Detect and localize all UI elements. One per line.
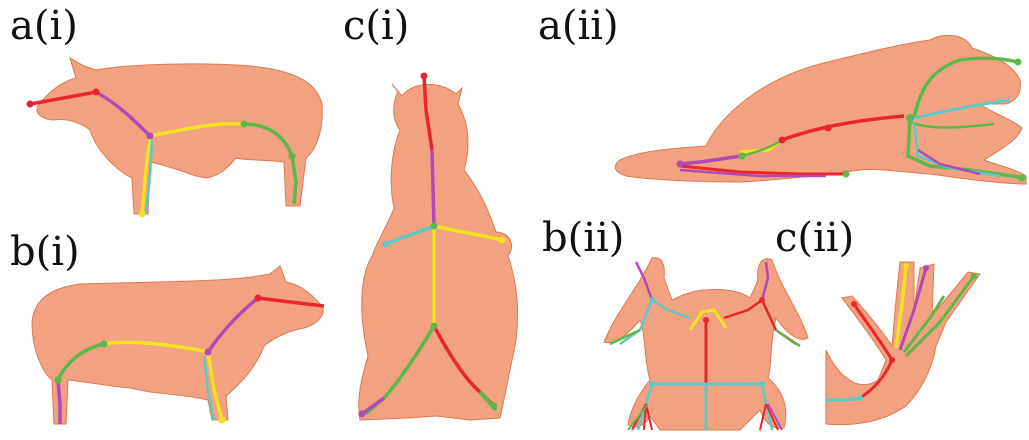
joint	[27, 101, 34, 108]
joint	[1015, 59, 1022, 66]
joint	[759, 297, 765, 303]
bear-side-view-b	[32, 266, 324, 424]
bear-side-view-a	[27, 58, 323, 218]
joint	[906, 114, 914, 122]
joint	[255, 295, 262, 302]
joint	[851, 301, 857, 307]
bear-top-view	[359, 73, 518, 421]
joint	[923, 265, 929, 271]
frog-side-view	[615, 35, 1026, 184]
joint	[431, 323, 438, 330]
joint	[241, 121, 248, 128]
joint	[147, 133, 154, 140]
joint	[857, 395, 863, 401]
joint	[55, 377, 62, 384]
joint	[759, 381, 765, 387]
joint	[491, 403, 498, 410]
frog-top-view	[604, 258, 808, 430]
joint	[843, 171, 850, 178]
joint	[431, 223, 438, 230]
joint	[205, 349, 212, 356]
skeleton-thumb	[854, 304, 892, 360]
bear-mesh	[359, 84, 518, 420]
joint	[779, 137, 786, 144]
joint	[649, 381, 655, 387]
skeleton-spine	[432, 150, 434, 226]
frog-mesh	[615, 35, 1026, 184]
joint	[677, 161, 684, 168]
joint	[499, 237, 506, 244]
joint	[703, 317, 709, 323]
joint	[903, 263, 909, 269]
joint	[421, 73, 428, 80]
skeleton-hindleg	[58, 380, 60, 424]
joint	[889, 357, 895, 363]
joint	[139, 211, 146, 218]
hand-view	[826, 262, 980, 425]
joint	[971, 273, 977, 279]
joint	[1019, 175, 1026, 182]
joint	[219, 417, 226, 424]
joint	[649, 297, 655, 303]
joint	[93, 89, 100, 96]
joint	[359, 411, 366, 418]
joint	[383, 241, 390, 248]
joint	[739, 153, 746, 160]
joint	[825, 125, 832, 132]
joint	[101, 341, 108, 348]
joint	[289, 153, 296, 160]
